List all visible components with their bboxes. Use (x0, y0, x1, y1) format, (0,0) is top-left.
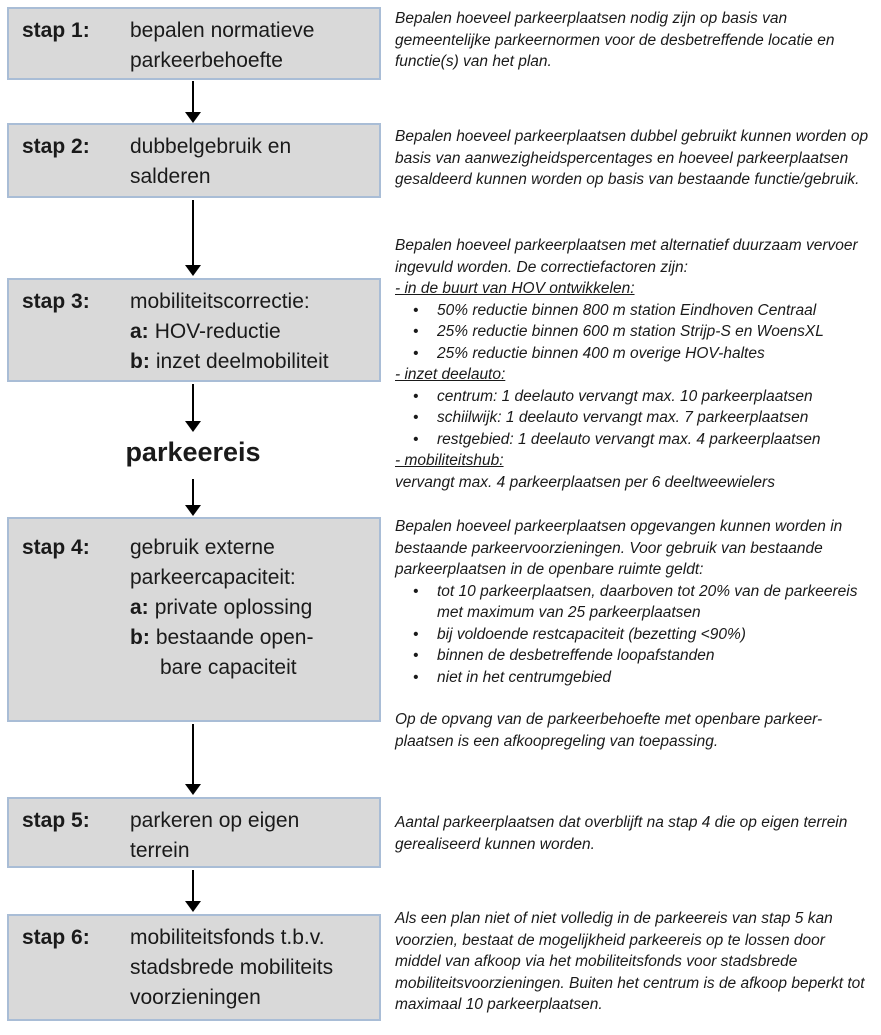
step-5-label: stap 5: (22, 809, 90, 832)
list-item: schiilwijk: 1 deelauto vervangt max. 7 p… (413, 407, 873, 429)
step-1-title: bepalen normatieve parkeerbehoefte (130, 16, 379, 76)
option-a-text: HOV-reductie (154, 320, 281, 343)
step-1-title-line-1: bepalen normatieve (130, 19, 315, 42)
step-6-title-line-2: stadsbrede mobiliteits (130, 956, 334, 979)
step-5-title: parkeren op eigen terrein (130, 806, 379, 866)
step-6-title-line-3: voorzieningen (130, 986, 261, 1009)
arrow-down-icon (185, 384, 201, 432)
step-6-title: mobiliteitsfonds t.b.v. stadsbrede mobil… (130, 923, 379, 1013)
option-b-text: inzet deelmobiliteit (155, 350, 329, 373)
note-step-2: Bepalen hoeveel parkeerplaatsen dubbel g… (395, 128, 869, 188)
step-4-option-a: a:private oplossing (130, 593, 373, 623)
step-3-title-line-1: mobiliteitscorrectie: (130, 290, 310, 313)
step-4-option-b-wrap: bare capaciteit (160, 656, 297, 679)
step-3-label: stap 3: (22, 290, 90, 313)
step-3-option-b: b:inzet deelmobiliteit (130, 347, 373, 377)
option-b-label: b: (130, 350, 150, 373)
list-item: centrum: 1 deelauto vervangt max. 10 par… (413, 386, 873, 408)
note-step-4-outro: Op de opvang van de parkeerbehoefte met … (395, 711, 823, 750)
list-item: 25% reductie binnen 400 m overige HOV-ha… (413, 343, 873, 365)
step-4-box: stap 4: gebruik externe parkeercapacitei… (7, 517, 381, 722)
list-item: 50% reductie binnen 800 m station Eindho… (413, 300, 873, 322)
step-4-option-b: b:bestaande open- (130, 623, 373, 653)
list-item: bij voldoende restcapaciteit (bezetting … (413, 624, 873, 646)
arrow-down-icon (185, 870, 201, 912)
arrow-down-icon (185, 479, 201, 516)
list-item: restgebied: 1 deelauto vervangt max. 4 p… (413, 429, 873, 451)
step-3-option-a: a:HOV-reductie (130, 317, 373, 347)
step-4-label: stap 4: (22, 536, 90, 559)
note-step-6: Als een plan niet of niet volledig in de… (395, 910, 865, 1013)
note-step-4-intro: Bepalen hoeveel parkeerplaatsen opgevang… (395, 518, 843, 578)
list-item: niet in het centrumgebied (413, 667, 873, 689)
note-step-3-hov-list: 50% reductie binnen 800 m station Eindho… (395, 300, 873, 365)
step-5-title-line-2: terrein (130, 839, 190, 862)
step-3-title: mobiliteitscorrectie: a:HOV-reductie b:i… (130, 287, 379, 377)
note-step-3: Bepalen hoeveel parkeerplaatsen met alte… (395, 235, 873, 493)
arrow-down-icon (185, 200, 201, 276)
step-6-title-line-1: mobiliteitsfonds t.b.v. (130, 926, 325, 949)
option-b-label: b: (130, 626, 150, 649)
step-1-label: stap 1: (22, 19, 90, 42)
step-4-title-line-1: gebruik externe (130, 536, 275, 559)
note-step-1: Bepalen hoeveel parkeerplaatsen nodig zi… (395, 10, 835, 70)
note-step-3-hub-text: vervangt max. 4 parkeerplaatsen per 6 de… (395, 473, 775, 491)
note-step-4: Bepalen hoeveel parkeerplaatsen opgevang… (395, 516, 873, 752)
step-3-box: stap 3: mobiliteitscorrectie: a:HOV-redu… (7, 278, 381, 382)
step-2-title-line-1: dubbelgebruik en (130, 135, 292, 158)
step-2-title: dubbelgebruik en salderen (130, 132, 379, 192)
note-step-5: Aantal parkeerplaatsen dat overblijft na… (395, 814, 848, 853)
note-step-3-intro: Bepalen hoeveel parkeerplaatsen met alte… (395, 237, 858, 276)
note-step-4-list: tot 10 parkeerplaatsen, daarboven tot 20… (395, 581, 873, 689)
step-4-title: gebruik externe parkeercapaciteit: a:pri… (130, 533, 379, 683)
step-2-title-line-2: salderen (130, 165, 211, 188)
option-a-text: private oplossing (154, 596, 313, 619)
step-6-label: stap 6: (22, 926, 90, 949)
list-item: tot 10 parkeerplaatsen, daarboven tot 20… (413, 581, 873, 624)
note-step-3-hub-heading: - mobiliteitshub: (395, 452, 504, 469)
milestone-parkeereis: parkeereis (125, 437, 261, 467)
step-6-box: stap 6: mobiliteitsfonds t.b.v. stadsbre… (7, 914, 381, 1021)
note-step-3-hov-heading: - in de buurt van HOV ontwikkelen: (395, 280, 635, 297)
arrow-down-icon (185, 81, 201, 123)
step-1-box: stap 1: bepalen normatieve parkeerbehoef… (7, 7, 381, 80)
step-4-title-line-2: parkeercapaciteit: (130, 566, 296, 589)
step-2-label: stap 2: (22, 135, 90, 158)
step-2-box: stap 2: dubbelgebruik en salderen (7, 123, 381, 198)
note-step-3-deelauto-list: centrum: 1 deelauto vervangt max. 10 par… (395, 386, 873, 451)
option-a-label: a: (130, 596, 149, 619)
note-step-3-deelauto-heading: - inzet deelauto: (395, 366, 506, 383)
list-item: 25% reductie binnen 600 m station Strijp… (413, 321, 873, 343)
option-a-label: a: (130, 320, 149, 343)
step-1-title-line-2: parkeerbehoefte (130, 49, 283, 72)
step-5-box: stap 5: parkeren op eigen terrein (7, 797, 381, 868)
arrow-down-icon (185, 724, 201, 795)
option-b-text: bestaande open- (155, 626, 314, 649)
list-item: binnen de desbetreffende loopafstanden (413, 645, 873, 667)
step-5-title-line-1: parkeren op eigen (130, 809, 300, 832)
